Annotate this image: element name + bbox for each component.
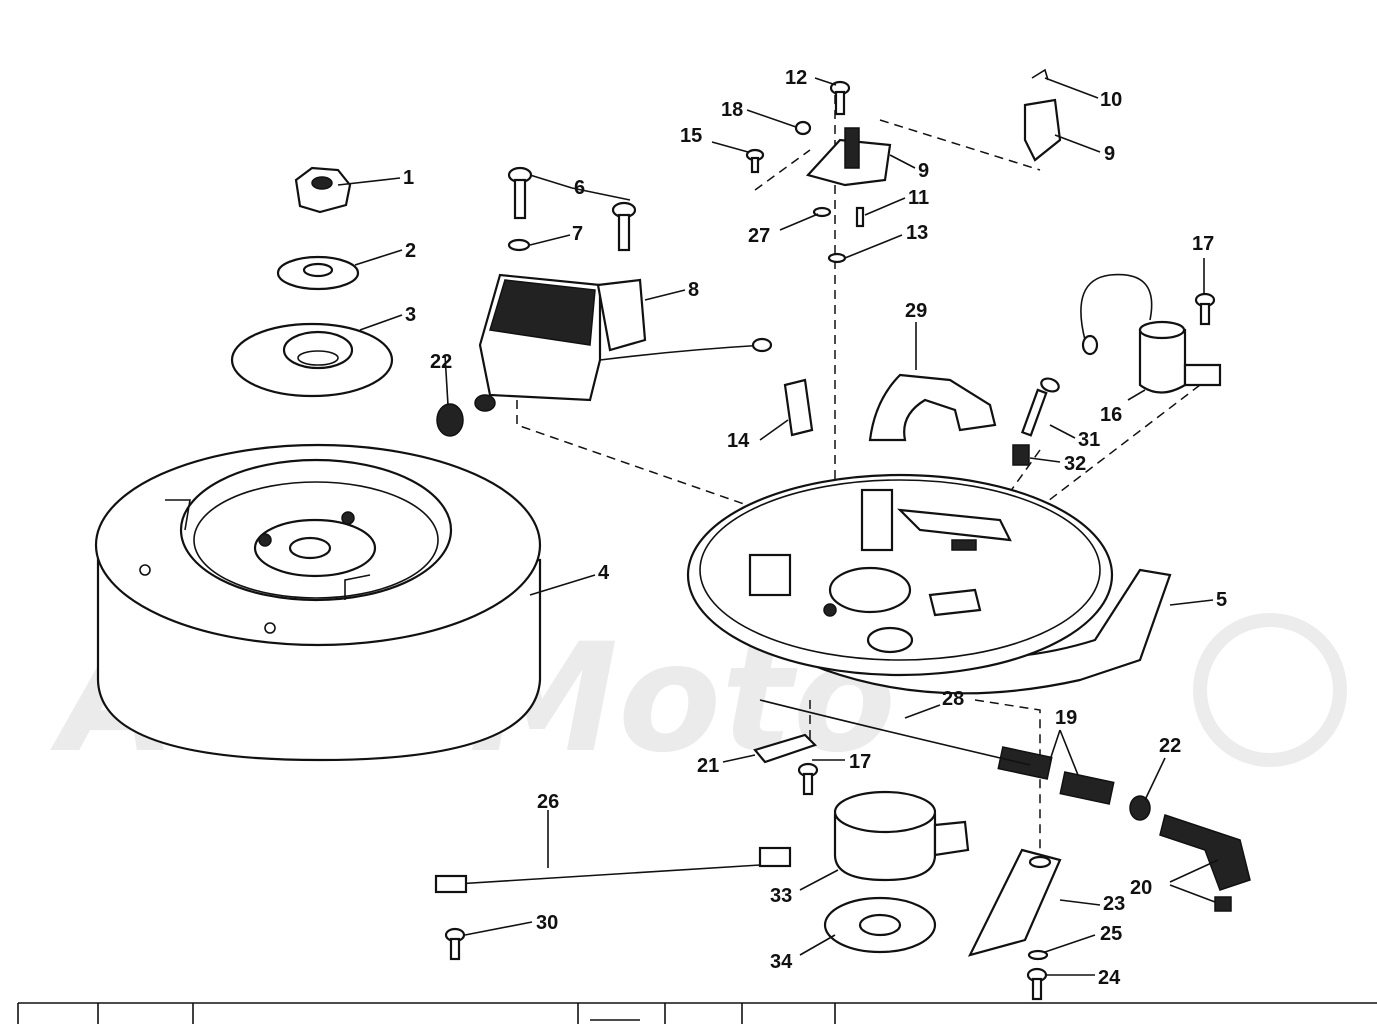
part-6-screws	[507, 166, 637, 252]
callout-29: 29	[905, 300, 927, 322]
callout-26: 26	[537, 791, 559, 813]
part-14-felt-pad	[783, 378, 814, 437]
part-33-ring	[833, 790, 970, 882]
callout-5: 5	[1216, 589, 1227, 611]
part-21-terminal	[753, 733, 818, 764]
callout-27: 27	[748, 225, 770, 247]
callout-1: 1	[403, 167, 414, 189]
part-26-ground-wire	[434, 846, 792, 894]
callout-34: 34	[770, 951, 793, 973]
callout-20: 20	[1130, 877, 1152, 899]
part-18-nut	[794, 120, 812, 136]
callout-18: 18	[721, 99, 743, 121]
part-32-spring	[1012, 444, 1030, 466]
callout-12: 12	[785, 67, 807, 89]
callout-33: 33	[770, 885, 792, 907]
callout-25: 25	[1100, 923, 1122, 945]
part-12-screw	[829, 80, 851, 116]
part-24-screw	[1026, 967, 1048, 1001]
callout-28: 28	[942, 688, 964, 710]
callout-10: 10	[1100, 89, 1122, 111]
callout-19: 19	[1055, 707, 1077, 729]
callout-17-condenser: 17	[1192, 233, 1214, 255]
callout-3: 3	[405, 304, 416, 326]
callout-23: 23	[1103, 893, 1125, 915]
part-30-screw	[444, 927, 466, 961]
part-29-wick	[868, 373, 997, 442]
callout-2: 2	[405, 240, 416, 262]
callout-4: 4	[598, 562, 610, 584]
part-28-lead	[759, 699, 1031, 766]
part-16-condenser	[1080, 273, 1222, 394]
leader-lines	[337, 77, 1219, 976]
callout-9-arm: 9	[1104, 143, 1115, 165]
part-11-pin	[855, 206, 865, 228]
callout-13: 13	[906, 222, 928, 244]
callout-21: 21	[697, 755, 719, 777]
callout-32: 32	[1064, 453, 1086, 475]
part-20-boot	[1159, 814, 1251, 912]
part-34-washer	[823, 896, 937, 954]
callout-17-terminal: 17	[849, 751, 871, 773]
callout-22-lead: 22	[1159, 735, 1181, 757]
part-23-bracket	[967, 848, 1062, 957]
part-19-sleeves	[997, 746, 1115, 805]
part-1-nut	[294, 166, 352, 214]
callout-24: 24	[1098, 967, 1121, 989]
part-3-cup-washer	[230, 322, 394, 398]
part-22-caps	[436, 403, 1151, 821]
callout-14: 14	[727, 430, 750, 452]
callout-8: 8	[688, 279, 699, 301]
callout-31: 31	[1078, 429, 1100, 451]
callout-6: 6	[574, 177, 585, 199]
part-13-washer	[827, 252, 847, 264]
callout-22-cap: 22	[430, 351, 452, 373]
callout-15: 15	[680, 125, 702, 147]
part-17-screws	[797, 292, 1216, 796]
callouts: 1 2 3 4 5 6 7 8 9 9 10 11 12 13 14 15 16…	[403, 67, 1227, 989]
callout-9-points: 9	[918, 160, 929, 182]
part-5-stator-plate	[686, 473, 1172, 695]
part-4-flywheel	[94, 443, 542, 762]
callout-16: 16	[1100, 404, 1122, 426]
part-10-clip	[1031, 68, 1049, 81]
part-7-washer	[507, 238, 531, 252]
callout-30: 30	[536, 912, 558, 934]
part-8-ignition-coil	[474, 273, 773, 412]
part-15-screw	[745, 148, 765, 174]
part-31-screw	[1020, 377, 1060, 437]
part-25-washer	[1027, 949, 1049, 961]
callout-11: 11	[908, 187, 929, 209]
part-9-breaker-points	[805, 98, 1062, 187]
bottom-table-edge	[17, 1002, 1377, 1024]
part-2-washer	[276, 255, 360, 291]
callout-7: 7	[572, 223, 583, 245]
